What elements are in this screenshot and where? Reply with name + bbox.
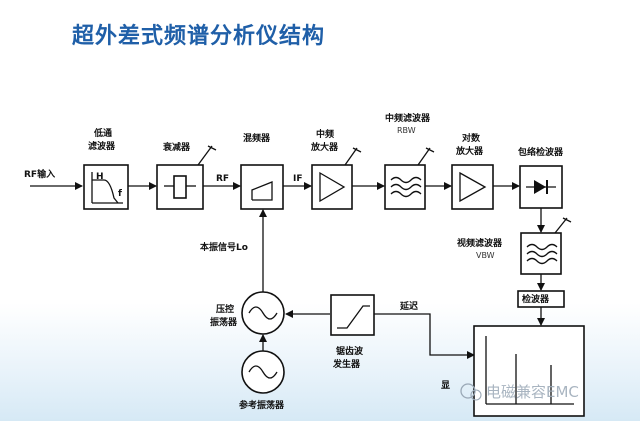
watermark-text: 电磁兼容EMC	[486, 383, 579, 401]
video-filter-label: 视频滤波器	[457, 237, 503, 249]
if-amp-label-line1: 中频	[316, 128, 334, 140]
sawtooth-label-line1: 锯齿波	[336, 345, 364, 357]
vbw-label: VBW	[476, 251, 495, 260]
page-title: 超外差式频谱分析仪结构	[72, 24, 326, 49]
display-partial-label: 显	[441, 380, 450, 391]
display-block	[473, 325, 585, 417]
log-amp-label-line2: 放大器	[455, 145, 484, 157]
rbw-label: RBW	[397, 126, 416, 135]
envelope-detector-label: 包络检波器	[517, 146, 564, 158]
lo-label: 本振信号Lo	[200, 241, 248, 253]
wechat-icon	[460, 383, 476, 399]
reference-oscillator-block	[241, 350, 285, 394]
detector-block	[517, 290, 565, 308]
vco-label-line1: 压控	[216, 303, 234, 315]
lpf-label-line2: 滤波器	[88, 140, 116, 152]
detector-label: 检波器	[522, 293, 550, 305]
if-filter-block	[384, 147, 435, 210]
video-filter-block	[520, 217, 572, 275]
mixer-label: 混频器	[243, 132, 271, 144]
reference-oscillator-label: 参考振荡器	[239, 399, 285, 411]
lpf-label-line1: 低通	[93, 127, 112, 139]
lowpass-filter-block	[83, 164, 129, 210]
if-label: IF	[293, 174, 303, 184]
lpf-h-label: H	[96, 172, 104, 182]
log-amp-label-line1: 对数	[462, 132, 481, 144]
envelope-detector-block	[519, 165, 563, 209]
log-amplifier-block	[451, 164, 494, 210]
rf-label: RF	[216, 174, 229, 184]
wire-saw-disp	[374, 313, 475, 359]
attenuator-label: 衰减器	[162, 141, 191, 153]
if-filter-label: 中频滤波器	[385, 112, 431, 124]
vco-block	[241, 291, 285, 335]
mixer-block	[240, 164, 284, 210]
lpf-f-label: f	[118, 189, 122, 199]
attenuator-block	[156, 145, 217, 210]
rf-input-label: RF输入	[24, 168, 55, 180]
if-amplifier-block	[311, 147, 362, 210]
if-amp-label-line2: 放大器	[310, 141, 339, 153]
sawtooth-generator-block	[330, 294, 375, 336]
watermark: 电磁兼容EMC	[460, 383, 579, 401]
sawtooth-label-line2: 发生器	[332, 358, 361, 370]
delay-label: 延迟	[399, 300, 418, 312]
attenuator-adjust-arrow	[197, 145, 213, 166]
vco-label-line2: 振荡器	[210, 316, 238, 328]
